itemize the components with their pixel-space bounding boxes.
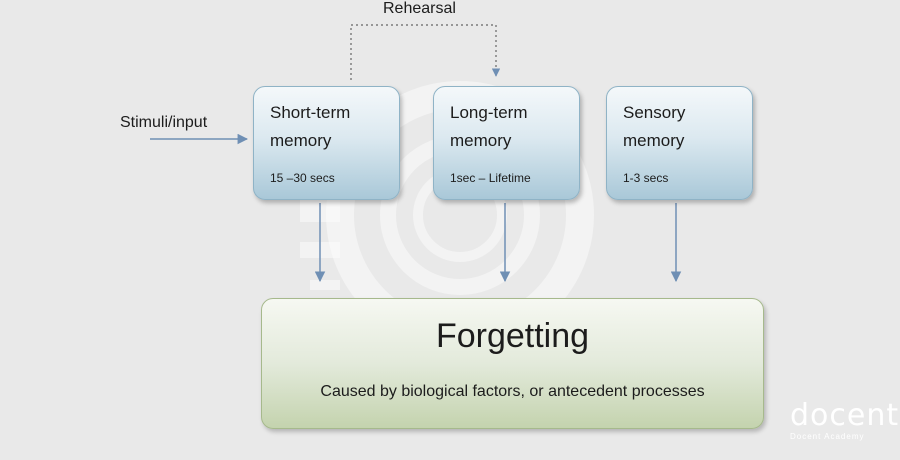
long-term-memory-title: Long-term memory — [450, 103, 528, 150]
forgetting-box: Forgetting Caused by biological factors,… — [261, 298, 764, 429]
sensory-memory-title: Sensory memory — [623, 103, 686, 150]
short-term-memory-box: Short-term memory 15 –30 secs — [253, 86, 400, 200]
short-term-memory-duration: 15 –30 secs — [270, 171, 335, 185]
rehearsal-label: Rehearsal — [383, 0, 456, 17]
stimuli-input-label: Stimuli/input — [120, 114, 208, 131]
sensory-memory-duration: 1-3 secs — [623, 171, 669, 185]
long-term-memory-duration: 1sec – Lifetime — [450, 171, 531, 185]
forgetting-subtitle: Caused by biological factors, or anteced… — [320, 383, 705, 400]
rehearsal-loop-arrow — [350, 24, 501, 80]
short-term-memory-title: Short-term memory — [270, 103, 351, 150]
docent-logo-subtext: Docent Academy — [790, 432, 865, 441]
forgetting-title: Forgetting — [435, 317, 590, 355]
long-term-memory-box: Long-term memory 1sec – Lifetime — [433, 86, 580, 200]
sensory-memory-box: Sensory memory 1-3 secs — [606, 86, 753, 200]
docent-logo: docent — [790, 398, 900, 433]
